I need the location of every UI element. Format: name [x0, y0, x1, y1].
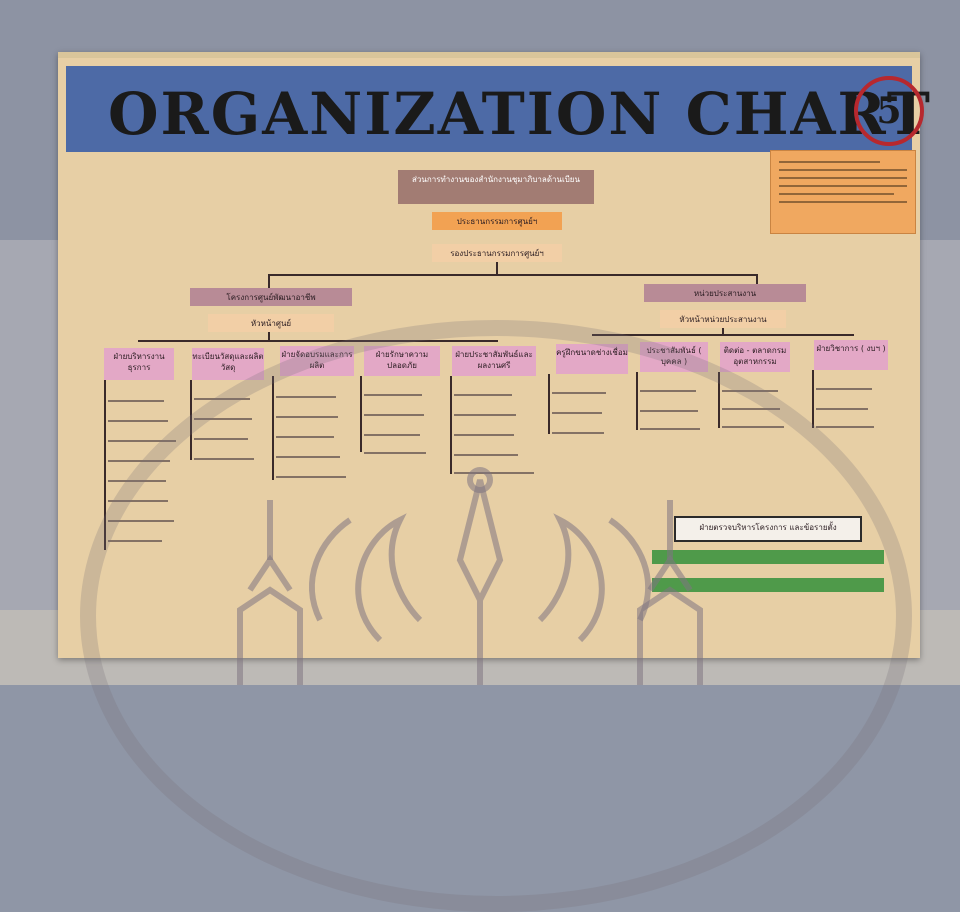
staff-line	[454, 394, 512, 396]
staff-line	[194, 438, 248, 440]
note-text-line	[779, 193, 895, 195]
connector-line	[756, 274, 758, 288]
division-node: ติดต่อ - ตลาดกรมอุตสาหกรรม	[720, 342, 790, 372]
staff-line	[108, 500, 168, 502]
title-banner: ORGANIZATION CHART 5	[66, 66, 930, 152]
staff-line	[722, 390, 778, 392]
chair-node: ประธานกรรมการศูนย์ฯ	[432, 212, 562, 230]
division-node: ฝ่ายรักษาความปลอดภัย	[364, 346, 440, 376]
division-node: ฝ่ายจัดอบรมและการผลิต	[280, 346, 354, 376]
right-branch-node: หน่วยประสานงาน	[644, 284, 806, 302]
staff-line	[816, 388, 872, 390]
staff-line	[276, 476, 346, 478]
staff-line	[108, 460, 170, 462]
division-node: ครูฝึกขนาดช่างเชื่อม	[556, 344, 628, 374]
staff-line	[108, 400, 164, 402]
division-node: ทะเบียนวัสดุและผลิตวัสดุ	[192, 348, 264, 380]
connector-line	[450, 376, 452, 474]
left-head-node: หัวหน้าศูนย์	[208, 314, 334, 332]
staff-line	[640, 428, 700, 430]
staff-line	[454, 434, 514, 436]
left-branch-node: โครงการศูนย์พัฒนาอาชีพ	[190, 288, 352, 306]
staff-line	[194, 398, 250, 400]
right-head-node: หัวหน้าหน่วยประสานงาน	[660, 310, 786, 328]
staff-line	[722, 426, 784, 428]
connector-line	[718, 372, 720, 428]
staff-line	[108, 440, 176, 442]
staff-line	[108, 540, 162, 542]
connector-line	[360, 376, 362, 452]
connector-line	[268, 332, 270, 342]
staff-line	[816, 408, 868, 410]
staff-line	[552, 432, 604, 434]
connector-line	[268, 274, 270, 288]
audit-box: ฝ่ายตรวจบริหารโครงการ และข้อรายตั้ง	[674, 516, 862, 542]
staff-line	[364, 452, 426, 454]
connector-line	[272, 376, 274, 480]
top-node: ส่วนการทำงานของสำนักงานชุมาภิบาลด้านเบีย…	[398, 170, 594, 204]
number-badge: 5	[854, 76, 924, 146]
division-node: ฝ่ายบริหารงานธุรการ	[104, 348, 174, 380]
staff-line	[364, 434, 420, 436]
note-text-line	[779, 185, 907, 187]
staff-line	[276, 396, 336, 398]
staff-line	[194, 418, 252, 420]
connector-line	[268, 274, 758, 276]
vice-chair-node: รองประธานกรรมการศูนย์ฯ	[432, 244, 562, 262]
division-node: ฝ่ายประชาสัมพันธ์และผลงานศรี	[452, 346, 536, 376]
staff-line	[276, 456, 340, 458]
staff-line	[276, 436, 334, 438]
connector-line	[548, 374, 550, 434]
note-text-line	[779, 161, 880, 163]
info-note	[770, 150, 916, 234]
connector-line	[190, 380, 192, 460]
poster-board: ORGANIZATION CHART 5 ส่วนการทำงานของสำนั…	[58, 52, 930, 658]
staff-line	[364, 394, 422, 396]
staff-line	[194, 458, 254, 460]
connector-line	[636, 372, 638, 430]
staff-line	[364, 414, 424, 416]
staff-line	[108, 520, 174, 522]
staff-line	[108, 420, 168, 422]
staff-line	[552, 412, 602, 414]
connector-line	[812, 370, 814, 428]
connector-line	[722, 328, 724, 336]
connector-line	[104, 380, 106, 550]
note-text-line	[779, 177, 907, 179]
note-text-line	[779, 169, 907, 171]
division-node: ประชาสัมพันธ์ ( บุคคล )	[640, 342, 708, 372]
staff-line	[454, 472, 534, 474]
connector-line	[496, 262, 498, 276]
staff-line	[276, 416, 338, 418]
note-text-line	[779, 201, 907, 203]
staff-line	[108, 480, 166, 482]
green-bar	[652, 578, 884, 592]
staff-line	[552, 392, 606, 394]
staff-line	[816, 426, 874, 428]
staff-line	[640, 410, 698, 412]
connector-line	[138, 340, 498, 342]
poster-title: ORGANIZATION CHART	[108, 80, 932, 148]
division-node: ฝ่ายวิชาการ ( งบฯ )	[814, 340, 888, 370]
staff-line	[454, 414, 516, 416]
staff-line	[640, 390, 696, 392]
staff-line	[454, 454, 518, 456]
staff-line	[722, 408, 780, 410]
green-bar	[652, 550, 884, 564]
